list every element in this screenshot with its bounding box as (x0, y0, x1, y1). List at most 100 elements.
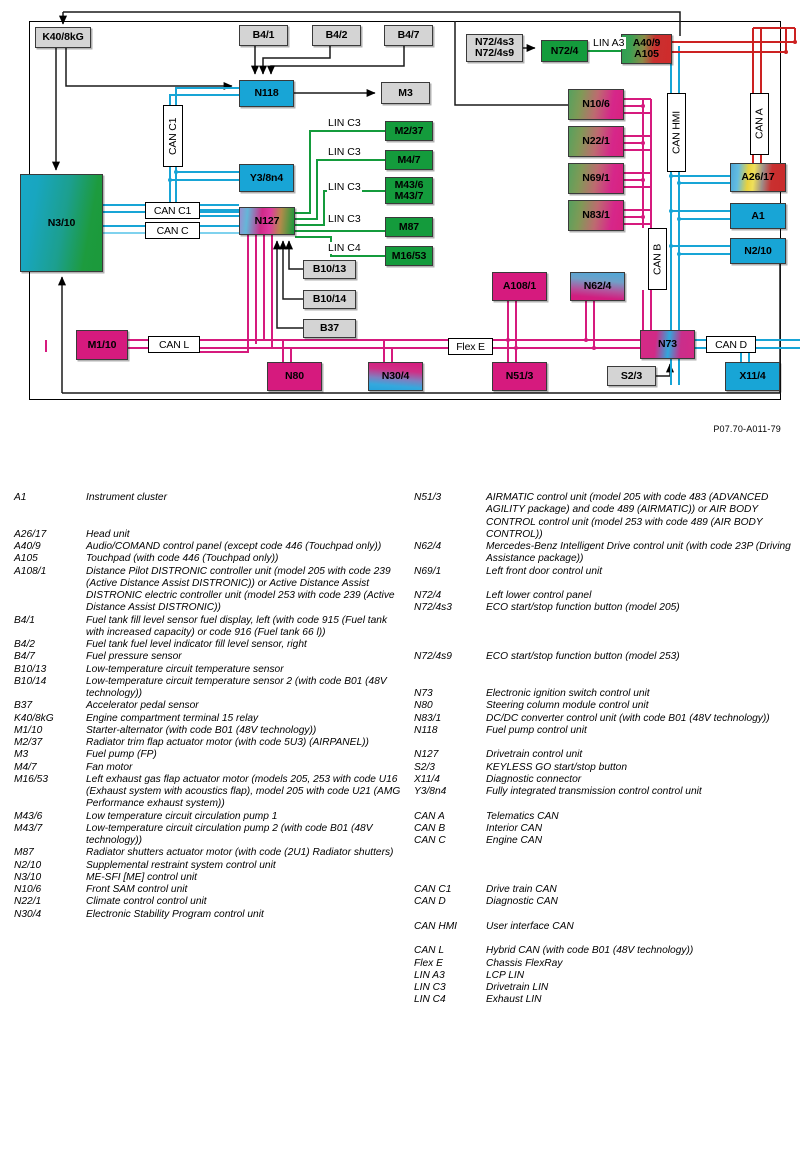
component-b4-7[interactable]: B4/7 (384, 25, 433, 46)
bus-label-can-hmi: CAN HMI (667, 93, 686, 172)
bus-label-flex-e: Flex E (448, 338, 493, 355)
component-n83-1[interactable]: N83/1 (568, 200, 624, 231)
component-label: M3 (398, 86, 413, 99)
legend-description: Engine compartment terminal 15 relay (86, 712, 259, 724)
bus-text-lin-c3: LIN C3 (327, 181, 362, 193)
component-b4-1[interactable]: B4/1 (239, 25, 288, 46)
legend-spacer (414, 933, 806, 945)
component-y3-8n4[interactable]: Y3/8n4 (239, 164, 294, 192)
legend-description: Fuel tank fuel level indicator fill leve… (86, 639, 307, 650)
component-label: N118 (254, 87, 279, 100)
legend-description: AIRMATIC control unit (model 205 with co… (486, 492, 769, 540)
legend-description: Fuel pump (FP) (86, 749, 157, 761)
legend-spacer (414, 615, 806, 652)
legend-key: CAN HMI (414, 920, 458, 932)
component-a108-1[interactable]: A108/1 (492, 272, 547, 301)
legend-spacer (14, 504, 406, 529)
bus-text-lin-c3: LIN C3 (327, 117, 362, 129)
legend-description: Electronic ignition switch control unit (486, 688, 650, 699)
component-n2-10[interactable]: N2/10 (730, 238, 786, 264)
component-n69-1[interactable]: N69/1 (568, 163, 624, 194)
legend-description: KEYLESS GO start/stop button (486, 761, 627, 773)
bus-text-lin-c4: LIN C4 (327, 242, 362, 254)
component-x11-4[interactable]: X11/4 (725, 362, 780, 391)
legend-key: B10/14 (14, 675, 47, 687)
component-m1-10[interactable]: M1/10 (76, 330, 128, 360)
legend-description: ECO start/stop function button (model 20… (486, 602, 680, 614)
component-n73[interactable]: N73 (640, 330, 695, 359)
component-m4-7[interactable]: M4/7 (385, 150, 433, 170)
component-m16-53[interactable]: M16/53 (385, 246, 433, 266)
legend-spacer (414, 737, 806, 749)
legend-spacer (414, 909, 806, 921)
component-a26-17[interactable]: A26/17 (730, 163, 786, 192)
component-label: N2/10 (744, 244, 772, 257)
component-label: M4/7 (397, 153, 421, 166)
legend-description: Fan motor (86, 761, 133, 773)
component-n127[interactable]: N127 (239, 207, 295, 235)
component-label: N22/1 (582, 135, 610, 148)
component-b10-13[interactable]: B10/13 (303, 260, 356, 279)
legend-key: LIN A3 (414, 969, 445, 981)
component-b10-14[interactable]: B10/14 (303, 290, 356, 309)
legend-description: Electronic Stability Program control uni… (86, 908, 264, 920)
component-a1[interactable]: A1 (730, 203, 786, 229)
component-n30-4[interactable]: N30/4 (368, 362, 423, 391)
component-n10-6[interactable]: N10/6 (568, 89, 624, 120)
component-m3[interactable]: M3 (381, 82, 430, 104)
component-label: N30/4 (381, 370, 410, 383)
component-label: M87 (398, 220, 420, 233)
component-b4-2[interactable]: B4/2 (312, 25, 361, 46)
legend-key: M1/10 (14, 724, 43, 736)
legend-description: Left exhaust gas flap actuator motor (mo… (86, 773, 401, 810)
component-label: N127 (254, 214, 280, 227)
component-n3-10[interactable]: N3/10 (20, 174, 103, 272)
bus-label-can-c1: CAN C1 (163, 105, 183, 167)
component-b37[interactable]: B37 (303, 319, 356, 338)
legend-key: A26/17 (14, 528, 47, 540)
legend-key: A40/9 (14, 541, 41, 552)
component-k40-8kg[interactable]: K40/8kG (35, 27, 91, 48)
legend-description: Fuel pump control unit (486, 724, 587, 736)
component-m87[interactable]: M87 (385, 217, 433, 237)
component-n22-1[interactable]: N22/1 (568, 126, 624, 157)
component-n72-4[interactable]: N72/4 (541, 40, 588, 62)
component-label: Y3/8n4 (249, 171, 284, 184)
component-n80[interactable]: N80 (267, 362, 322, 391)
legend-description: Steering column module control unit (486, 700, 649, 712)
bus-label-can-l: CAN L (148, 336, 200, 353)
component-m2-37[interactable]: M2/37 (385, 121, 433, 141)
component-label: M43/7 (394, 189, 424, 202)
component-n118[interactable]: N118 (239, 80, 294, 107)
legend-description: Left lower control panel (486, 590, 592, 601)
legend-spacer (414, 798, 806, 810)
component-n62-4[interactable]: N62/4 (570, 272, 625, 301)
component-label: N83/1 (582, 209, 610, 222)
component-label: S2/3 (620, 369, 643, 382)
component-n51-3[interactable]: N51/3 (492, 362, 547, 391)
component-s2-3[interactable]: S2/3 (607, 366, 656, 386)
component-label: A40/9 (632, 37, 661, 50)
legend-key: N10/6 (14, 884, 42, 895)
